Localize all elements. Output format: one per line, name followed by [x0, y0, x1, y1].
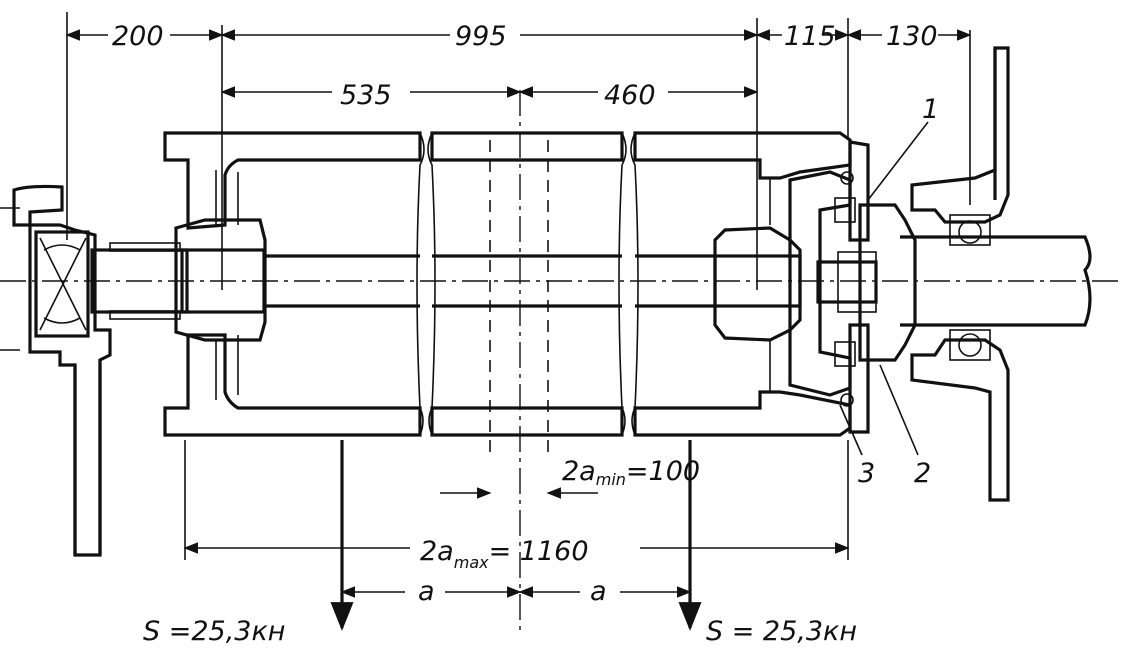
- load-label-left: S =25,3кн: [143, 616, 285, 647]
- leader-lines: [839, 121, 929, 456]
- dim-2a-min: 2amin=100: [562, 456, 700, 489]
- dim-535: 535: [340, 80, 392, 111]
- right-end-flange: [788, 140, 917, 434]
- dimension-lines: [65, 12, 972, 598]
- load-arrows: [330, 440, 702, 631]
- dim-200: 200: [112, 21, 164, 52]
- hidden-lines: [489, 90, 549, 630]
- dim-115: 115: [784, 21, 836, 52]
- dim-995: 995: [455, 21, 507, 52]
- part-label-1: 1: [922, 94, 939, 125]
- right-bearing-housing: [910, 46, 1010, 502]
- left-hub: [174, 218, 267, 342]
- drum-shell: [163, 131, 852, 437]
- left-bearing-support: [0, 184, 112, 557]
- part-label-3: 3: [858, 458, 875, 489]
- dimension-labels: 200 995 115 130 535 460 2amin=100 2amax=…: [112, 21, 938, 607]
- part-number-labels: 1 2 3: [858, 94, 939, 489]
- part-label-2: 2: [914, 458, 931, 489]
- dim-460: 460: [604, 80, 656, 111]
- dim-a-right: a: [590, 576, 607, 607]
- load-labels: S =25,3кн S = 25,3кн: [143, 616, 857, 647]
- dim-2a-max: 2amax= 1160: [420, 536, 589, 572]
- load-label-right: S = 25,3кн: [706, 616, 857, 647]
- dim-130: 130: [886, 21, 938, 52]
- shaft: [90, 235, 1092, 327]
- dim-a-left: a: [418, 576, 435, 607]
